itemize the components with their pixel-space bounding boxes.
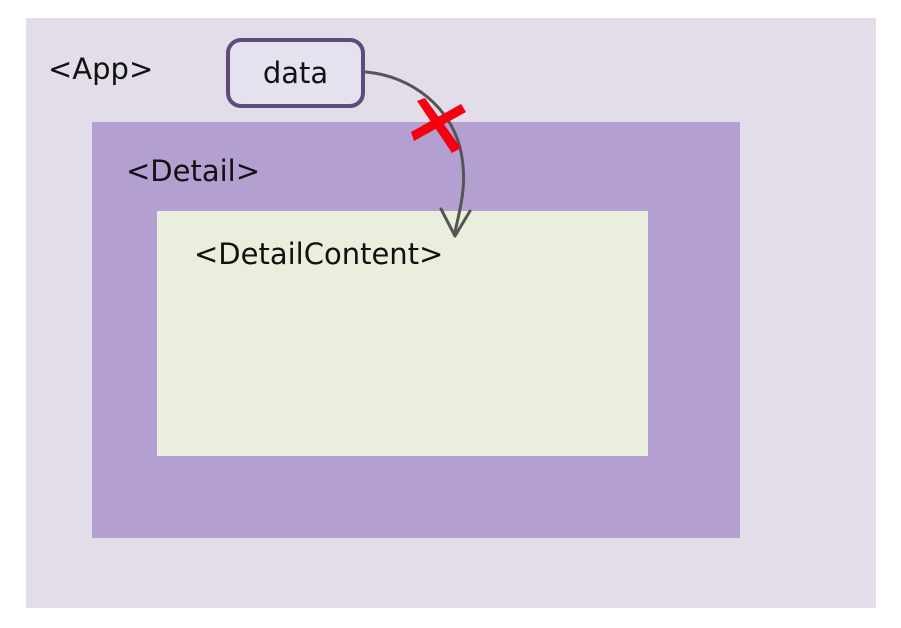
container-detail-content	[157, 211, 648, 456]
container-app-label: <App>	[48, 52, 154, 86]
node-data: data	[226, 38, 365, 108]
container-detail-label: <Detail>	[126, 154, 261, 188]
node-data-label: data	[262, 56, 329, 90]
container-detail-content-label: <DetailContent>	[194, 237, 444, 271]
